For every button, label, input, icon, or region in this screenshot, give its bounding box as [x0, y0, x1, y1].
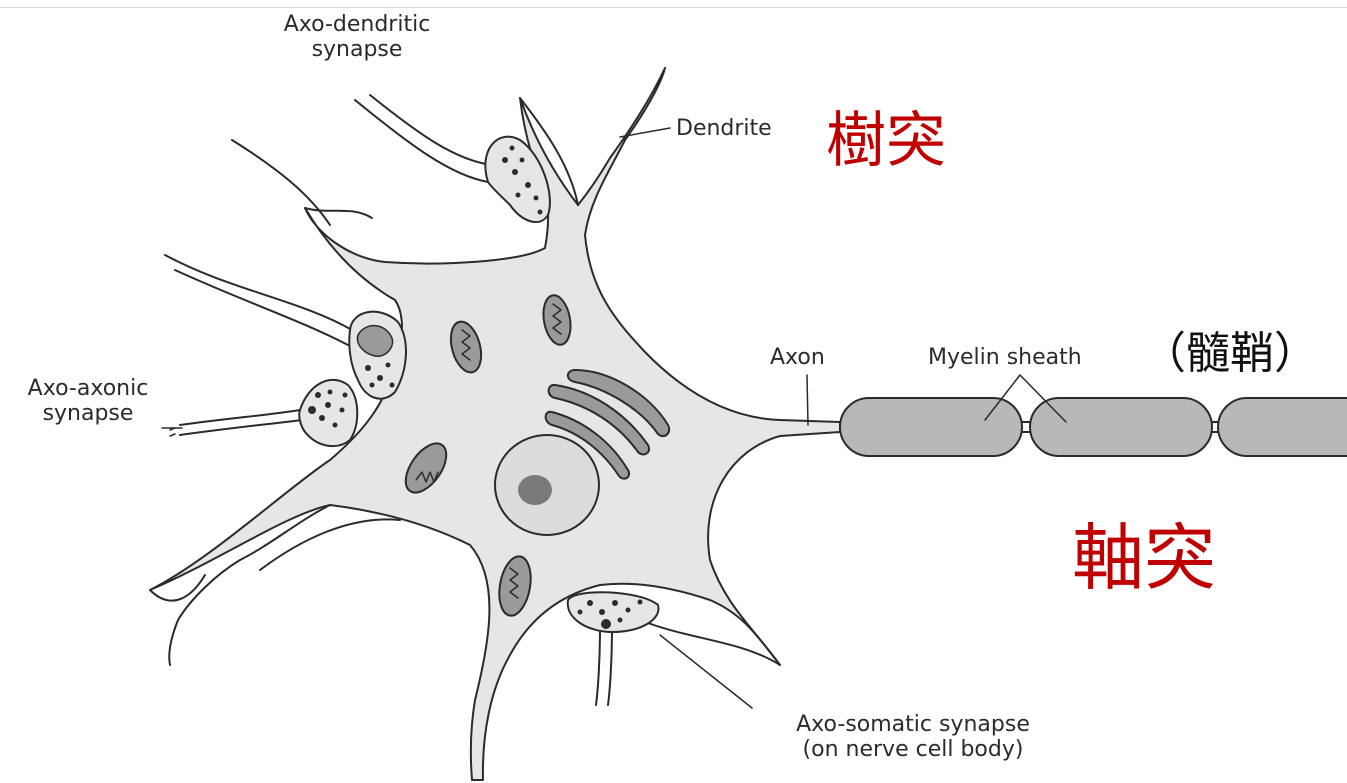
- label-dendrite: Dendrite: [676, 116, 772, 141]
- presynaptic-axon: [370, 95, 492, 165]
- synaptic-bouton: [299, 380, 357, 446]
- presynaptic-axon: [165, 255, 352, 330]
- dendrite-branch: [305, 208, 372, 218]
- label-myelin-sheath: Myelin sheath: [928, 345, 1082, 370]
- nucleolus: [518, 475, 552, 505]
- dendrite-branch: [260, 519, 400, 570]
- label-line: Axo-somatic synapse: [748, 712, 1078, 737]
- axon-leader: [807, 375, 808, 425]
- presynaptic-axon: [355, 100, 488, 182]
- axo-somatic-leader: [660, 635, 752, 708]
- myelin-segment: [1030, 398, 1212, 456]
- label-axon: Axon: [770, 345, 825, 370]
- label-line: Axo-dendritic: [252, 12, 462, 37]
- annotation-axon: 軸突: [1072, 518, 1216, 598]
- annotation-dendrite: 樹突: [826, 108, 946, 174]
- label-line: synapse: [252, 37, 462, 62]
- label-axo-axonic: Axo-axonic synapse: [8, 376, 168, 426]
- presynaptic-axon: [608, 628, 612, 705]
- axo-axonic-lines: [170, 428, 175, 436]
- label-line: Axo-axonic: [8, 376, 168, 401]
- presynaptic-axon: [175, 270, 348, 345]
- myelin-segment: [1218, 398, 1347, 456]
- label-line: synapse: [8, 401, 168, 426]
- dendrite-branch: [640, 620, 780, 665]
- label-axo-dendritic: Axo-dendritic synapse: [252, 12, 462, 62]
- presynaptic-axon: [596, 628, 600, 705]
- dendrite-branch: [232, 140, 330, 225]
- label-axo-somatic: Axo-somatic synapse (on nerve cell body): [748, 712, 1078, 762]
- label-line: (on nerve cell body): [748, 737, 1078, 762]
- annotation-myelin: （髓鞘）: [1142, 328, 1318, 380]
